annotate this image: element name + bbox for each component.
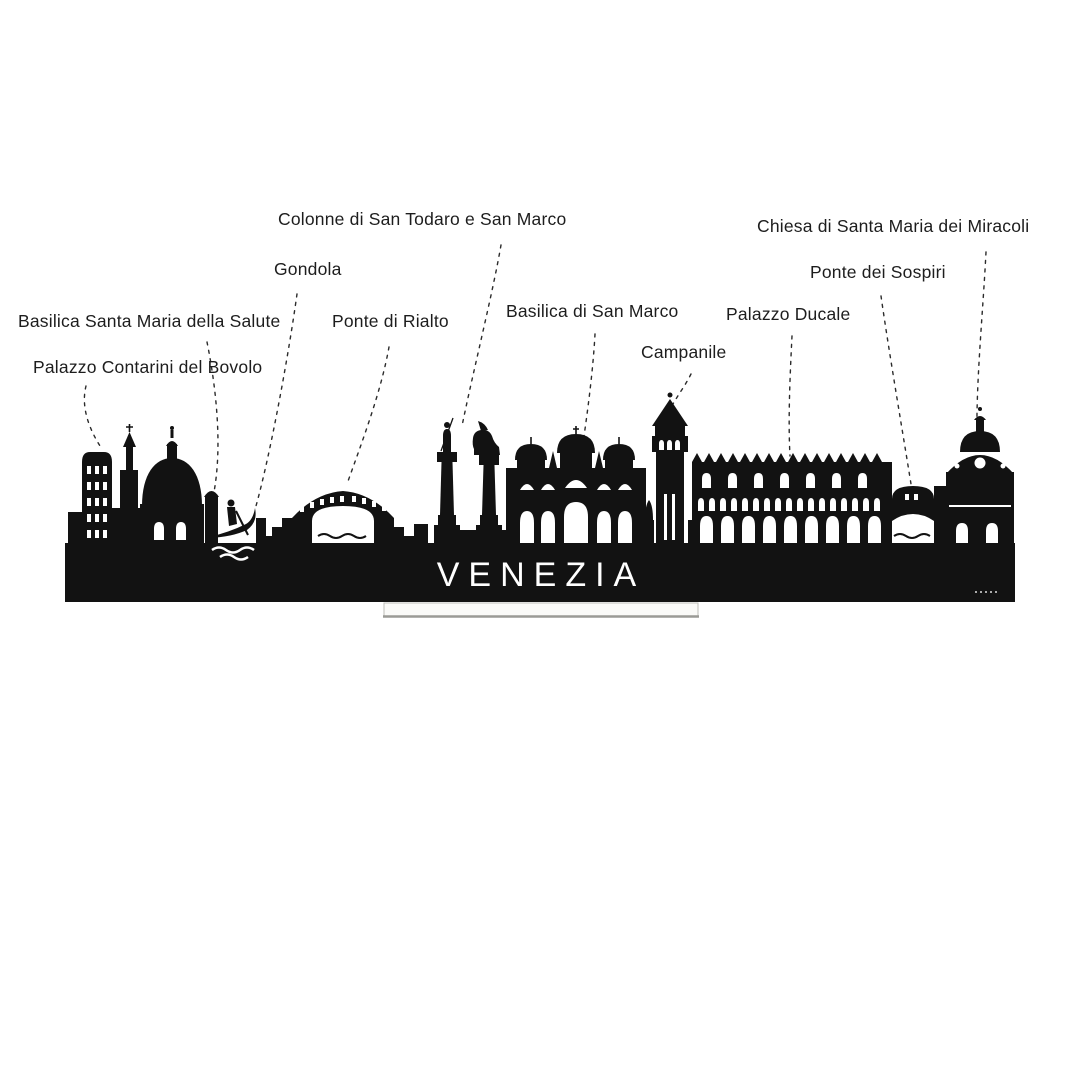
label-miracoli: Chiesa di Santa Maria dei Miracoli [757,216,1030,236]
water-waves [211,546,255,554]
san-marco-central-dome [557,434,595,453]
connector-campanile [672,373,692,405]
ponte-dei-sospiri-silhouette [892,486,948,545]
label-campanile: Campanile [641,342,727,362]
campanile-spire [652,399,688,426]
bovolo-loggia-cutouts [87,466,107,538]
sospiri-window-cutout-1 [905,494,909,500]
san-marco-silhouette [506,426,646,545]
campanile-angel [667,392,673,398]
miracoli-silhouette [946,407,1014,545]
connector-san-marco [581,333,596,451]
left-block [68,512,84,545]
gondola-hull [209,508,256,538]
display-stand [383,602,699,618]
connector-bovolo [83,385,103,450]
san-marco-left-dome [515,444,547,460]
miracoli-rose-window-cutout [974,457,986,469]
ducale-window-cutouts [702,473,867,488]
label-sospiri: Ponte dei Sospiri [810,262,946,282]
brand-mark [975,591,997,593]
turret-silhouette [204,491,219,545]
belfry-arch-cutouts [659,440,680,450]
low-wall-1 [256,518,266,545]
san-marco-pinnacles [549,451,603,468]
rialto-water-waves [317,533,367,539]
connector-miracoli [976,251,987,437]
todaro-statue [443,429,451,453]
label-colonne: Colonne di San Todaro e San Marco [278,209,567,229]
san-marco-right-dome [603,444,635,460]
base-band [65,543,1015,602]
label-salute: Basilica Santa Maria della Salute [18,311,281,331]
gondolier-oar [235,510,249,536]
gondolier-head [227,499,235,507]
campanile-slit-cutout-1 [664,494,667,540]
spire-cross [126,424,133,432]
palazzo-ducale-silhouette [692,453,892,545]
ducale-merlons [692,453,882,462]
colonna-san-todaro-silhouette [434,417,460,543]
low-wall-4 [644,520,654,543]
ducale-loggia-cutouts [698,498,880,511]
connector-salute [206,341,219,493]
connector-ducale [788,335,793,457]
water-waves-2 [219,553,249,561]
label-rialto: Ponte di Rialto [332,311,449,331]
san-marco-central-arch-cutout [564,502,588,543]
connector-rialto [346,346,390,485]
prison-wall [934,486,948,545]
skyline-title: VENEZIA [437,556,645,594]
miracoli-dome [960,431,1000,452]
salute-dome [142,458,202,506]
campanile-slit-cutout-2 [672,494,675,540]
low-wall-5 [688,520,694,543]
san-marco-lunette-cutouts [520,480,632,490]
rialto-window-cutouts [300,496,386,512]
connector-sospiri [880,295,912,485]
ducale-arcade-cutouts [700,516,881,543]
connector-colonne [461,244,502,427]
skyline-silhouette [65,392,1015,602]
miracoli-cornice-cutout [949,505,1011,507]
salute-arch-cutouts [154,522,186,540]
bovolo-silhouette [82,452,112,545]
gondolier-body [227,507,237,526]
miracoli-door-cutouts [956,523,998,543]
label-ducale: Palazzo Ducale [726,304,851,324]
sospiri-water-waves [893,533,931,539]
winged-lion-statue [472,429,500,455]
label-gondola: Gondola [274,259,342,279]
campanile-silhouette [652,392,688,545]
low-wall-2 [414,524,428,543]
sospiri-window-cutout-2 [914,494,918,500]
colonna-san-marco-silhouette [472,421,502,543]
gondola-silhouette [209,499,256,561]
rialto-silhouette [262,491,414,545]
san-marco-arch-cutouts [520,511,632,543]
salute-silhouette [140,426,204,545]
label-bovolo: Palazzo Contarini del Bovolo [33,357,263,377]
label-san-marco: Basilica di San Marco [506,301,679,321]
